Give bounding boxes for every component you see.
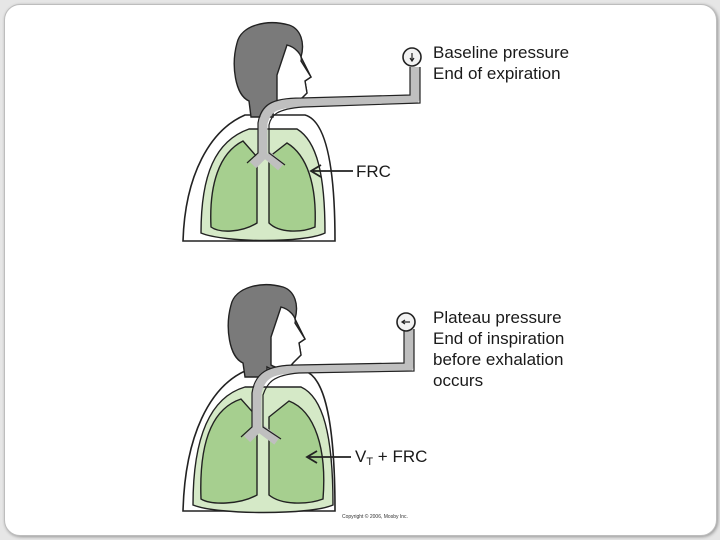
bottom-panel-figure xyxy=(182,284,416,514)
bottom-gauge-label-line2: End of inspiration xyxy=(433,329,565,348)
bottom-gauge-label-line3: before exhalation xyxy=(433,350,564,369)
slide: Baseline pressure End of expiration FRC … xyxy=(4,4,717,536)
bottom-vt-frc-arrow-icon xyxy=(305,450,351,464)
bottom-right-lung xyxy=(268,400,325,504)
bottom-gauge-needle-icon xyxy=(400,319,410,325)
top-left-lung xyxy=(210,140,258,232)
bottom-gauge-label-line4: occurs xyxy=(433,371,484,390)
top-gauge-needle-icon xyxy=(409,53,415,63)
bottom-vt-frc-label: VT + FRC xyxy=(355,446,427,473)
top-gauge-label-line2: End of expiration xyxy=(433,64,561,83)
bottom-gauge-label-line1: Plateau pressure xyxy=(433,308,562,327)
copyright-notice: Copyright © 2006, Mosby Inc. xyxy=(342,514,408,520)
bottom-gauge-label: Plateau pressure End of inspiration befo… xyxy=(433,307,564,391)
vt-symbol: V xyxy=(355,447,367,466)
bottom-face xyxy=(270,306,306,369)
top-airway-tube xyxy=(249,67,420,171)
top-gauge-label-line1: Baseline pressure xyxy=(433,43,570,62)
vt-frc-rest: + FRC xyxy=(373,447,428,466)
bottom-left-lung xyxy=(200,398,258,504)
top-panel-figure xyxy=(182,22,422,242)
top-frc-label: FRC xyxy=(356,162,391,181)
bottom-airway-tube-outline xyxy=(240,329,415,440)
vt-subscript: T xyxy=(366,456,374,468)
top-gauge-label: Baseline pressure End of expiration xyxy=(433,42,569,84)
top-frc-arrow-icon xyxy=(309,164,353,178)
top-airway-tube-outline xyxy=(246,67,421,166)
bottom-airway-tube xyxy=(243,329,414,445)
ventilation-diagram xyxy=(182,22,422,514)
